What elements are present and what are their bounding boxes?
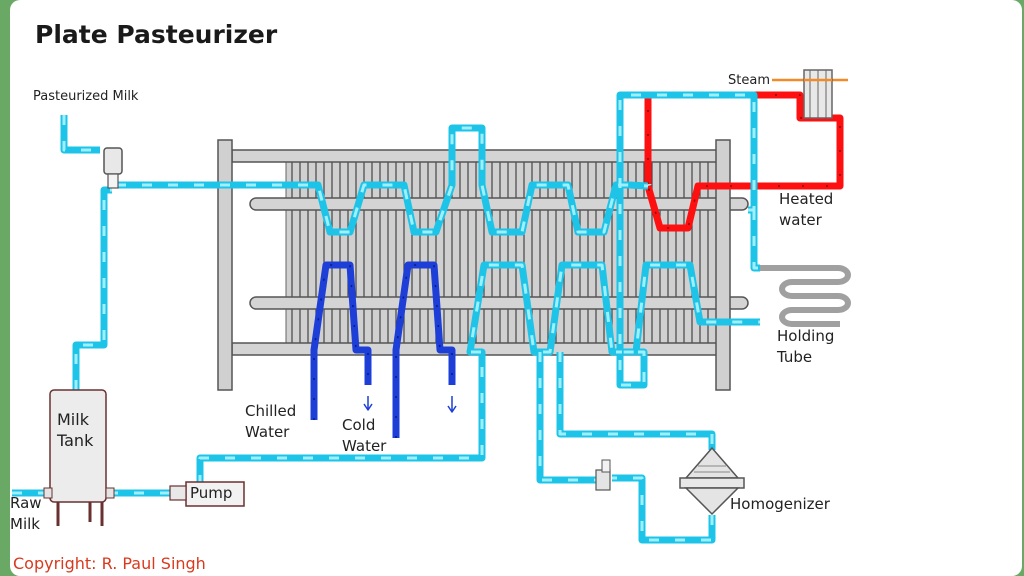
pump: [169, 481, 245, 507]
steam-heater: [772, 69, 848, 119]
copyright-text: Copyright: R. Paul Singh: [13, 554, 206, 573]
milk-flow-line: [12, 91, 760, 544]
fixed-end-plate: [217, 139, 233, 391]
check-valve: [595, 459, 611, 491]
homogenizer: [679, 446, 745, 516]
milk-tank: [43, 389, 115, 526]
label-homogenizer: Homogenizer: [730, 495, 830, 513]
label-steam: Steam: [728, 73, 770, 88]
holding-tube-coil: [760, 265, 851, 327]
movable-end-plate: [715, 139, 731, 391]
cold-water-circuit: [392, 261, 457, 438]
chilled-water-circuit: [310, 261, 373, 420]
page-title: Plate Pasteurizer: [35, 20, 278, 49]
label-pasteurized-milk: Pasteurized Milk: [33, 89, 139, 104]
flow-diversion-valve: [103, 147, 123, 189]
label-pump: Pump: [190, 484, 233, 502]
